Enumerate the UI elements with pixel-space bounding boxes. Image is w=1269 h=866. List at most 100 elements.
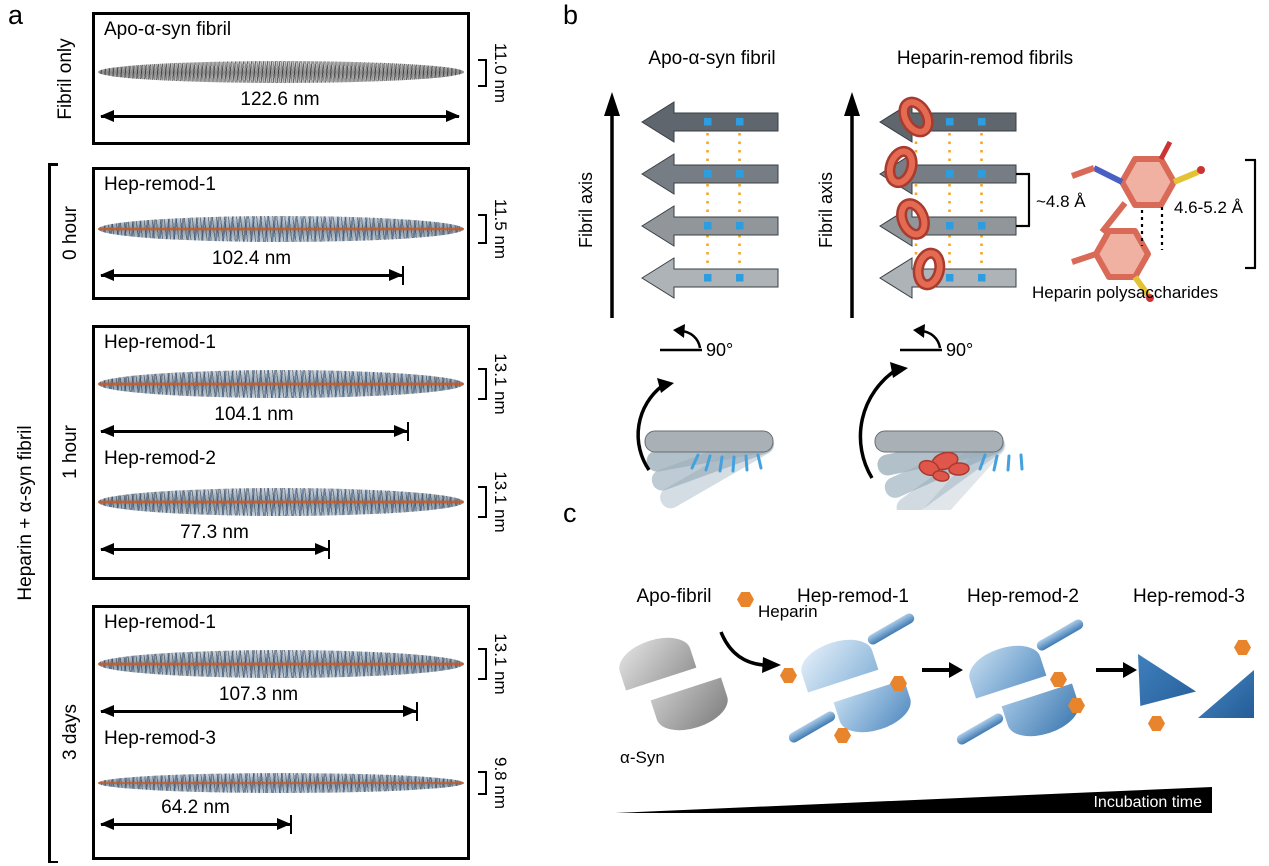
double-arrow-icon xyxy=(100,269,403,280)
spacing-label: 4.6-5.2 Å xyxy=(1174,198,1244,217)
protofilament-bar-icon xyxy=(865,611,917,647)
remod-fibril-image xyxy=(98,650,464,678)
fibril-name-label: Hep-remod-1 xyxy=(104,612,216,633)
remod1-subunit-shape xyxy=(795,631,879,693)
rotation-label: 90° xyxy=(706,340,733,360)
panel-a-letter: a xyxy=(8,0,24,30)
hbond-dotted-lines xyxy=(706,116,741,284)
asyn-subunit-shape xyxy=(613,629,697,691)
heparin-hexagon-icon xyxy=(780,668,797,683)
fibril-axis-arrow xyxy=(844,92,860,318)
rotation-90-icon xyxy=(660,324,702,352)
protofilament-bar-icon xyxy=(1034,617,1086,653)
heparin-hexagon-icon xyxy=(834,728,851,743)
heparin-hexagon-icon xyxy=(1234,640,1251,655)
width-measure: 13.1 nm xyxy=(478,471,512,533)
end-tick-icon xyxy=(401,266,404,285)
heparin-hexagon-icon xyxy=(737,592,754,607)
rotation-label: 90° xyxy=(946,340,973,360)
apo-diagram-title: Apo-α-syn fibril xyxy=(648,48,775,69)
heparin-ring-chain-icon xyxy=(884,96,946,291)
heparin-hexagon-icon xyxy=(1068,698,1085,713)
length-label: 77.3 nm xyxy=(180,522,249,543)
width-bracket-icon xyxy=(478,486,487,518)
blue-fringe-icon xyxy=(690,453,763,473)
remod-fibril-image xyxy=(98,773,464,793)
heparin-hexagon-icon xyxy=(1148,716,1165,731)
width-label: 11.5 nm xyxy=(491,198,510,260)
remod3-triangle-shape xyxy=(1138,654,1196,706)
heparin-molecule xyxy=(1070,140,1205,302)
panel-c-letter: c xyxy=(563,498,577,528)
length-measure: 64.2 nm xyxy=(100,797,292,834)
length-label: 104.1 nm xyxy=(214,404,294,425)
double-arrow-icon xyxy=(100,705,417,716)
stage-label-apo: Apo-fibril xyxy=(636,586,712,607)
spacing-bracket-icon xyxy=(1245,158,1257,270)
hbond-dashed-lines xyxy=(1140,207,1164,250)
heparin-blob-icon xyxy=(918,451,970,482)
stage-arrow xyxy=(1096,662,1137,677)
incubation-wedge xyxy=(615,787,1212,813)
hbond-dotted-lines xyxy=(914,116,983,284)
fibril-only-label: Fibril only xyxy=(55,38,76,120)
apo-fibril-box: Apo-α-syn fibril 122.6 nm xyxy=(92,12,470,145)
end-tick-icon xyxy=(415,702,418,721)
time-1h-label: 1 hour xyxy=(60,425,81,479)
remod3-triangle-shape xyxy=(1198,670,1254,718)
asyn-label: α-Syn xyxy=(620,748,665,767)
heparin-molecule-label: Heparin polysaccharides xyxy=(1032,283,1218,302)
heparin-group-bracket xyxy=(48,163,57,863)
length-measure: 77.3 nm xyxy=(100,522,330,559)
remod2-subunit-shape xyxy=(1001,683,1085,745)
beta-strand-arrows xyxy=(879,101,1017,299)
width-label: 13.1 nm xyxy=(491,353,510,415)
protofilament-bar-icon xyxy=(786,709,838,745)
fibril-name-label: Apo-α-syn fibril xyxy=(104,19,232,40)
fibril-name-label: Hep-remod-2 xyxy=(104,448,216,469)
fibril-name-label: Hep-remod-1 xyxy=(104,174,216,195)
heparin-hexagon-icon xyxy=(1050,672,1067,687)
width-measure: 13.1 nm xyxy=(478,353,512,415)
length-label: 107.3 nm xyxy=(218,684,299,705)
rotation-90-icon xyxy=(900,324,942,352)
incubation-time-label: Incubation time xyxy=(1093,794,1202,811)
width-label: 9.8 nm xyxy=(491,757,510,809)
stage-label-remod2: Hep-remod-2 xyxy=(967,586,1079,607)
length-label: 122.6 nm xyxy=(240,89,320,110)
length-measure: 122.6 nm xyxy=(100,89,460,121)
panel-b-letter: b xyxy=(563,0,579,30)
rotation-arrowhead-icon xyxy=(890,362,908,378)
remod-1h-box: Hep-remod-1 104.1 nm Hep-remod-2 77.3 nm xyxy=(92,325,470,580)
width-bracket-icon xyxy=(478,368,487,400)
length-measure: 102.4 nm xyxy=(100,248,404,285)
residue-dots xyxy=(946,118,986,282)
stage-arrow xyxy=(922,662,963,677)
apo-twist-fan xyxy=(636,378,775,509)
fibril-name-label: Hep-remod-1 xyxy=(104,332,216,353)
length-label: 102.4 nm xyxy=(211,248,292,269)
rise-bracket-icon xyxy=(1016,172,1031,228)
remod-twist-fan xyxy=(858,362,1024,510)
remod-diagram-title: Heparin-remod fibrils xyxy=(897,48,1073,69)
double-arrow-icon xyxy=(100,110,460,121)
end-tick-icon xyxy=(327,540,330,559)
stage-label-remod1: Hep-remod-1 xyxy=(797,586,909,607)
heparin-group-label: Heparin + α-syn fibril xyxy=(15,425,36,601)
heparin-label: Heparin xyxy=(758,602,818,621)
width-bracket-icon xyxy=(478,59,487,87)
fibril-axis-arrow xyxy=(604,92,620,318)
heparin-curved-arrow xyxy=(719,631,781,673)
double-arrow-icon xyxy=(100,818,291,829)
fibril-axis-label: Fibril axis xyxy=(816,172,836,248)
width-label: 13.1 nm xyxy=(491,633,510,695)
beta-strand-arrows xyxy=(641,101,779,299)
length-label: 64.2 nm xyxy=(161,797,230,818)
time-0h-label: 0 hour xyxy=(60,206,81,260)
remod-3d-box: Hep-remod-1 107.3 nm Hep-remod-3 64.2 nm xyxy=(92,605,470,860)
heparin-hexagon-icon xyxy=(890,676,907,691)
width-measure: 9.8 nm xyxy=(478,757,512,809)
residue-dots xyxy=(704,118,744,282)
width-measure: 13.1 nm xyxy=(478,633,512,695)
remod-fibril-image xyxy=(98,488,464,516)
